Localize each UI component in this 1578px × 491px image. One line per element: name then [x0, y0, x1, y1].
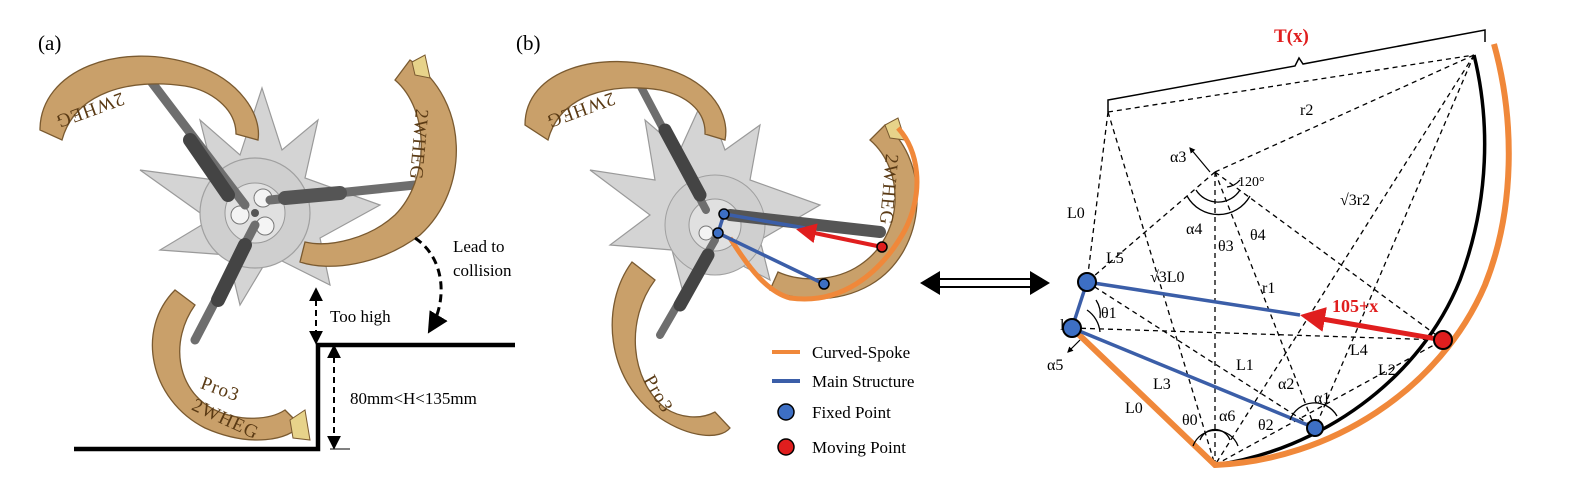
label-force: 105+x [1332, 296, 1378, 316]
label-L1: L1 [1236, 357, 1254, 374]
fixed-point-b2 [712, 227, 724, 239]
fixed-point-b1 [718, 208, 730, 220]
height-range-label: 80mm<H<135mm [350, 389, 477, 408]
main-structure-upper [723, 212, 806, 230]
label-r1: r1 [1262, 280, 1275, 297]
legend-label-moving-point: Moving Point [812, 438, 906, 457]
curved-spoke-path [727, 126, 920, 302]
main-structure-c [1070, 280, 1316, 430]
panel-a-step [74, 236, 515, 452]
force-arrow-c [1300, 307, 1444, 343]
label-r2: r2 [1300, 102, 1313, 119]
legend-label-main-structure: Main Structure [812, 372, 914, 391]
angle-arcs [1086, 179, 1338, 447]
panel-a: (a) 2WHEG [38, 31, 515, 452]
panel-a-rods [145, 75, 420, 345]
alpha5-pointer [1067, 339, 1081, 353]
label-alpha4: α4 [1186, 221, 1202, 238]
label-sqrt3r2: √3r2 [1340, 192, 1370, 209]
label-theta2: θ2 [1258, 417, 1274, 434]
moving-point-b [876, 241, 888, 253]
legend: Curved-Spoke Main Structure Fixed Point … [772, 343, 914, 457]
label-L0-top: L0 [1067, 205, 1085, 222]
label-alpha2: α2 [1278, 376, 1294, 393]
label-L3: L3 [1153, 376, 1171, 393]
label-alpha1: α1 [1314, 390, 1330, 407]
legend-label-fixed-point: Fixed Point [812, 403, 891, 422]
label-L4: L4 [1350, 342, 1368, 359]
too-high-label: Too high [330, 307, 391, 326]
alpha3-pointer [1189, 147, 1211, 173]
fixed-point-c1 [1077, 272, 1097, 292]
label-L2: L2 [1378, 362, 1396, 379]
panel-b-mechanism [712, 126, 920, 302]
label-alpha5: α5 [1047, 357, 1063, 374]
inner-arc [1214, 54, 1487, 467]
curved-spoke-c [1069, 43, 1512, 469]
label-120: 120° [1238, 175, 1265, 190]
fixed-point-b3 [818, 278, 830, 290]
legend-swatch-fixed-point [777, 403, 795, 421]
label-theta1: θ1 [1101, 305, 1117, 322]
main-structure-lower [717, 231, 825, 286]
lead-to-label: Lead to [453, 237, 504, 256]
equivalence-arrow [920, 271, 1050, 295]
legend-label-curved-spoke: Curved-Spoke [812, 343, 910, 362]
fixed-point-c2 [1062, 318, 1082, 338]
tx-title: T(x) [1274, 26, 1309, 47]
label-theta3: θ3 [1218, 238, 1234, 255]
fixed-point-c3 [1306, 419, 1324, 437]
panel-a-spokes [39, 54, 457, 441]
label-l: l [1060, 317, 1065, 334]
label-alpha6: α6 [1219, 408, 1235, 425]
panel-b: (b) 2WHEG 2WHEG Pro3 [516, 31, 920, 457]
label-L0-bottom: L0 [1125, 400, 1143, 417]
legend-swatch-moving-point [777, 438, 795, 456]
panel-a-label: (a) [38, 31, 61, 55]
label-alpha3: α3 [1170, 149, 1186, 166]
label-theta4: θ4 [1250, 227, 1266, 244]
panel-c: T(x) [1047, 26, 1512, 469]
collision-label: collision [453, 261, 512, 280]
panel-b-label: (b) [516, 31, 541, 55]
label-L5: L5 [1106, 250, 1124, 267]
tx-brace [1107, 29, 1486, 112]
panel-b-spokes [524, 60, 918, 437]
panel-c-labels: r2 α3 120° √3r2 L0 α4 θ3 θ4 L5 √3L0 r1 l… [1047, 102, 1396, 434]
label-sqrt3L0: √3L0 [1150, 269, 1185, 286]
moving-point-c [1433, 330, 1453, 350]
label-theta0: θ0 [1182, 412, 1198, 429]
force-arrow-b [796, 223, 883, 249]
